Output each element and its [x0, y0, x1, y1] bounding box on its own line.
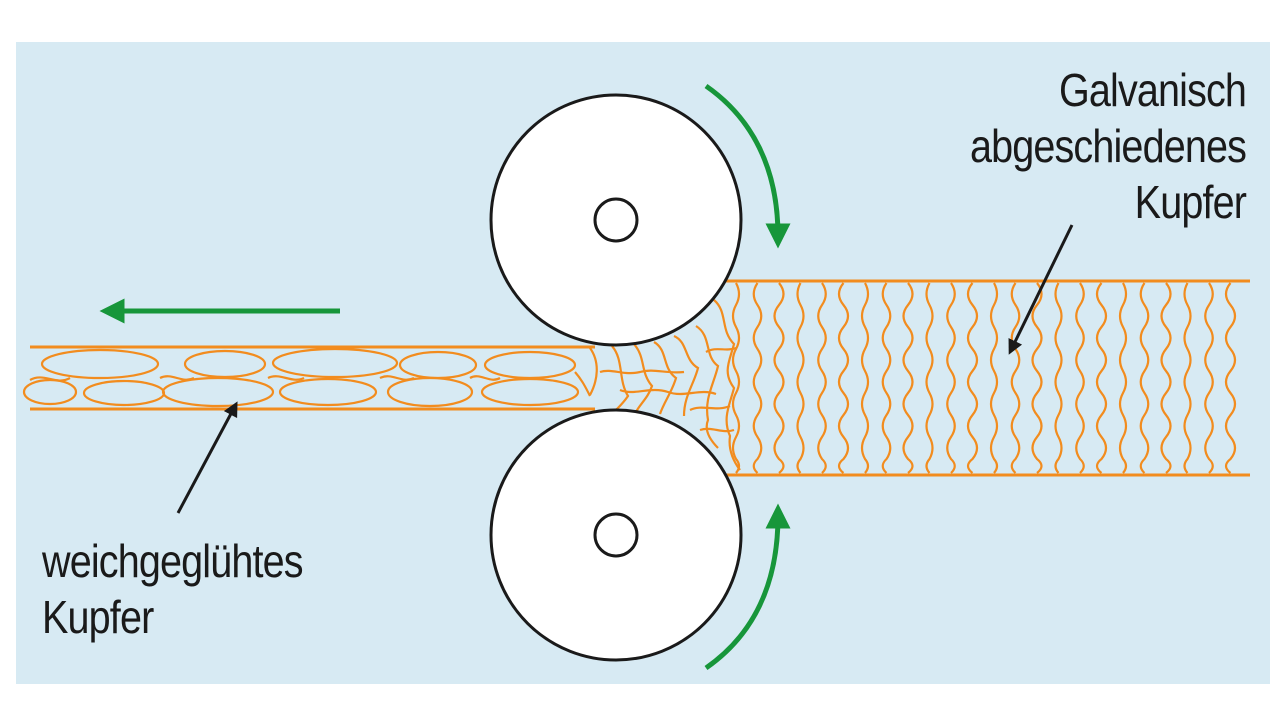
columnar-grain-line [1010, 282, 1021, 474]
columnar-grain-line [773, 282, 785, 474]
label-electroplated-copper: Galvanisch abgeschiedenes Kupfer [969, 62, 1247, 230]
columnar-grain-line [1139, 282, 1150, 474]
label-line: Kupfer [1134, 176, 1247, 228]
lower-roller-axle [593, 512, 639, 558]
upper-roller-axle [593, 197, 639, 243]
columnar-grain-line [1183, 282, 1192, 474]
pointer-annealed-icon [176, 401, 238, 514]
columnar-grain-line [1054, 282, 1063, 474]
columnar-grain-line [817, 282, 827, 474]
columnar-grain-line [752, 282, 763, 474]
columnar-grain-line [1160, 282, 1172, 474]
columnar-grain-line [966, 282, 979, 474]
pointer-electroplated-icon [1008, 224, 1074, 355]
columnar-grain-line [1075, 282, 1085, 474]
upper-roller [489, 93, 743, 347]
columnar-grain-line [925, 282, 934, 474]
columnar-grain-line [796, 282, 805, 474]
columnar-grain-line [731, 282, 741, 474]
columnar-grain-line [902, 282, 914, 474]
columnar-grain-line [946, 282, 956, 474]
columnar-grain-line [881, 282, 892, 474]
label-annealed-copper: weichgeglühtes Kupfer [42, 533, 304, 645]
columnar-grain-line [1204, 282, 1214, 474]
lower-roller [489, 408, 743, 662]
label-line: Galvanisch [1058, 64, 1247, 116]
electroplated-copper-strip [722, 279, 1250, 477]
columnar-grain-line [1118, 282, 1128, 474]
label-line: abgeschiedenes [969, 120, 1247, 172]
label-line: weichgeglühtes [42, 535, 304, 587]
curved-arrow-icon [704, 503, 791, 671]
columnar-grain-line [1224, 282, 1237, 474]
columnar-grain-line [989, 282, 999, 474]
columnar-grain-line [1031, 282, 1043, 474]
columnar-grain-line [837, 282, 850, 474]
transition-zone [589, 299, 741, 471]
curved-arrow-icon [704, 83, 791, 249]
annealed-copper-strip [22, 345, 595, 411]
columnar-grain-line [860, 282, 870, 474]
label-line: Kupfer [42, 591, 154, 643]
columnar-grain-line [1095, 282, 1108, 474]
